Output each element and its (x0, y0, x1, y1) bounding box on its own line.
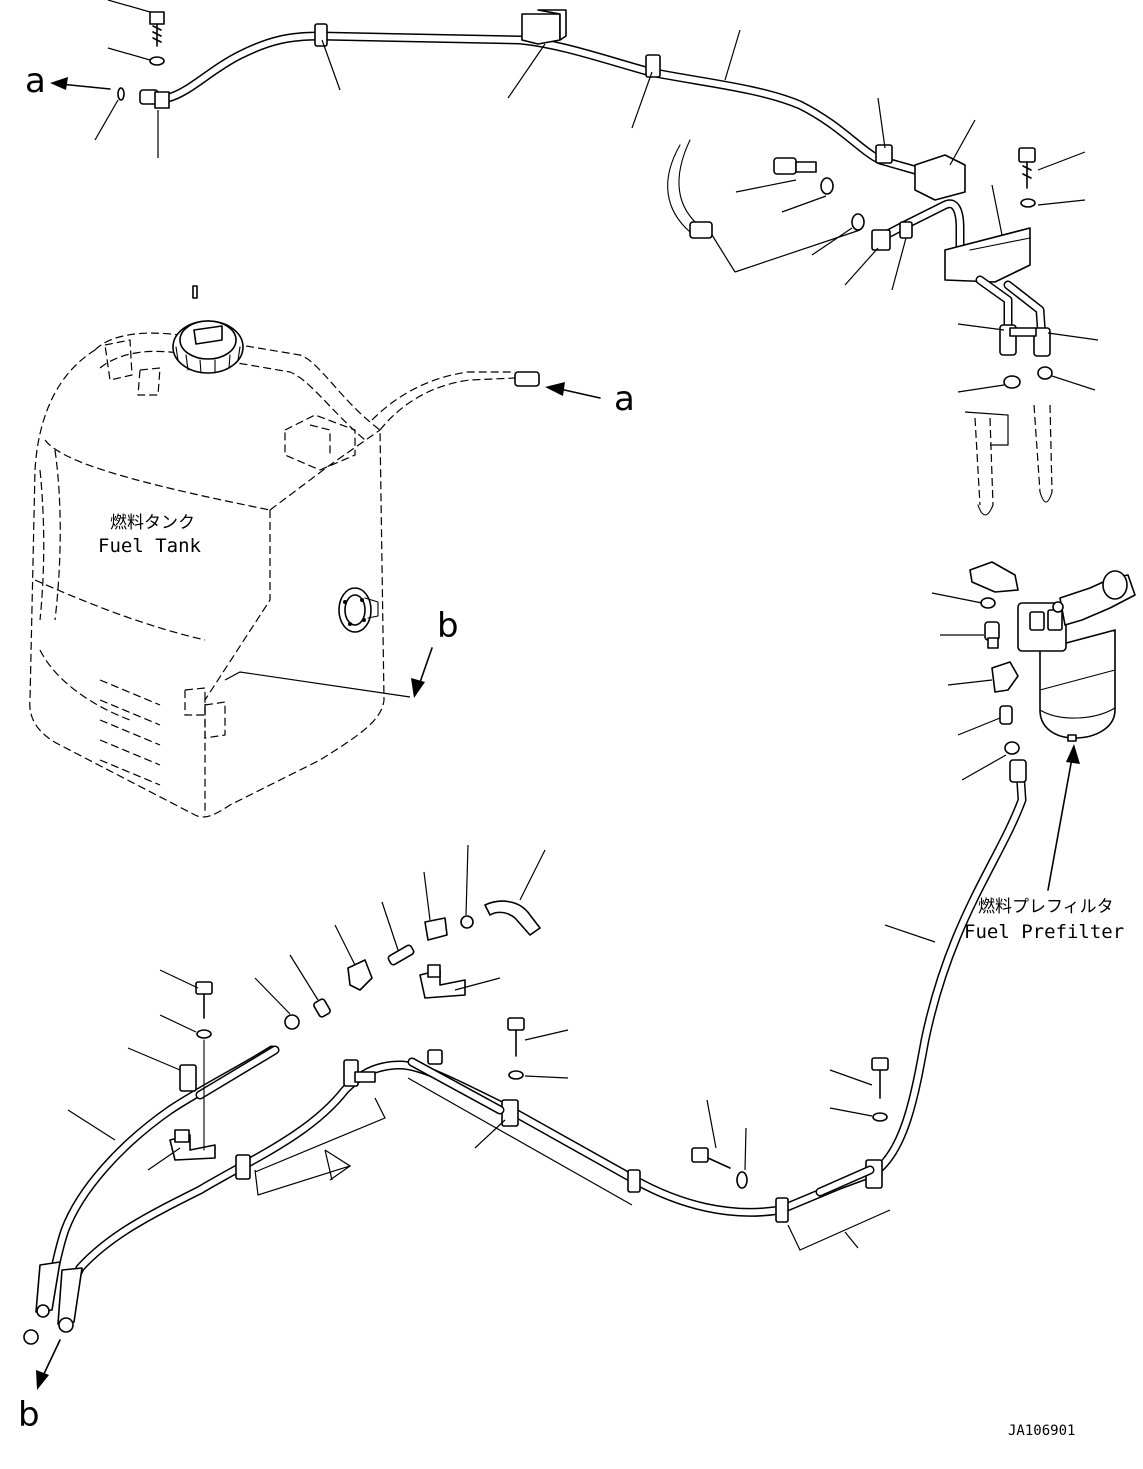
tank-outlet-hose: a (371, 371, 635, 431)
lower-bolts (195, 981, 889, 1189)
clamp-top-2 (645, 54, 661, 78)
fuel-tank-label-jp: 燃料タンク (110, 513, 195, 533)
prefilter-leader (1047, 744, 1080, 891)
ref-a-right: a (614, 379, 635, 419)
rubber-block-right (914, 154, 966, 201)
prefilter-label-jp: 燃料プレフィルタ (978, 897, 1114, 917)
clamp-top-1 (314, 23, 328, 47)
drawing-code: JA106901 (1008, 1423, 1075, 1439)
ref-a-left: a (25, 61, 46, 101)
lower-fuel-line (23, 759, 1027, 1345)
bracket-block-upper (944, 184, 1031, 283)
o-rings-right (957, 366, 1096, 393)
prefilter-fittings (931, 592, 1020, 781)
loose-hose-upper (667, 139, 861, 273)
loose-hoses-right (964, 404, 1053, 516)
rubber-block-top (521, 9, 567, 45)
upper-left-fitting (117, 11, 170, 109)
ref-a-left-arrow: a (25, 61, 111, 101)
small-parts-cluster (284, 900, 541, 1030)
connector-upper (844, 199, 965, 291)
clamp-top-3 (875, 144, 893, 164)
double-hose-outlets (957, 275, 1099, 357)
fuel-tank (29, 285, 385, 818)
leader-lines-lower (67, 844, 936, 1251)
fuel-tank-label-en: Fuel Tank (98, 535, 202, 557)
ref-b-tank-letter: b (437, 606, 459, 646)
upper-fuel-line (163, 31, 920, 175)
banjo-bolt-upper (735, 157, 865, 256)
prefilter-label-en: Fuel Prefilter (964, 921, 1124, 943)
fuel-prefilter (969, 561, 1136, 742)
leader-lines-top (94, 0, 976, 166)
bolt-upper-right (1018, 147, 1086, 208)
lower-clamps (169, 1045, 883, 1223)
ref-b-bottom: b (18, 1339, 61, 1435)
ref-b-bottom-letter: b (18, 1395, 40, 1435)
ref-b-tank: b (224, 606, 459, 698)
